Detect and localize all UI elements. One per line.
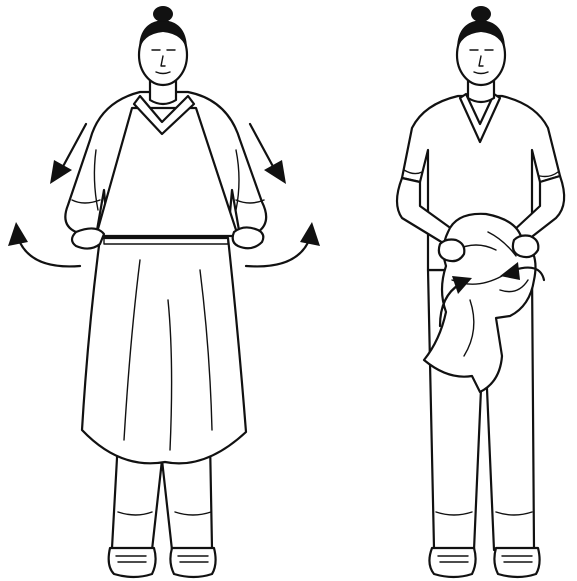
right-shoes: [429, 548, 539, 577]
right-head: [457, 6, 505, 102]
figure-left: [8, 6, 320, 577]
left-shoes: [109, 548, 216, 577]
figure-right: [397, 6, 564, 577]
left-head: [139, 6, 187, 104]
left-arrow-down-right: [250, 124, 286, 184]
